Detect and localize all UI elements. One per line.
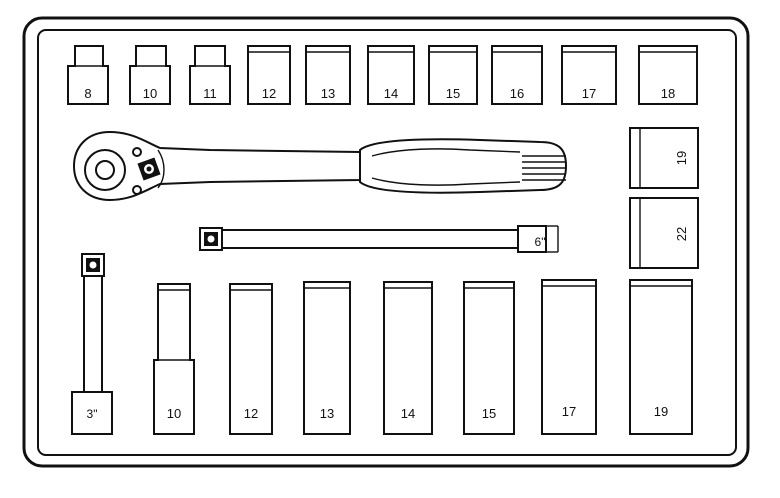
- short-socket-8: 8: [67, 45, 109, 105]
- short-socket-label: 10: [143, 86, 157, 101]
- deep-socket-label: 15: [482, 406, 496, 421]
- deep-socket-14: 14: [383, 281, 433, 435]
- extension-long-label: 6": [535, 235, 546, 249]
- short-socket-16: 16: [491, 45, 543, 105]
- deep-socket-15: 15: [463, 281, 515, 435]
- extension-bar-6in: 6": [199, 225, 559, 253]
- deep-socket-label: 12: [244, 406, 258, 421]
- extension-bar-3in: 3": [71, 253, 113, 435]
- deep-socket-label: 10: [167, 406, 181, 421]
- short-socket-label: 18: [661, 86, 675, 101]
- short-socket-13: 13: [305, 45, 351, 105]
- deep-socket-13: 13: [303, 281, 351, 435]
- side-socket-label: 19: [674, 151, 689, 165]
- short-socket-12: 12: [247, 45, 291, 105]
- deep-socket-19: 19: [629, 279, 693, 435]
- deep-socket-label: 14: [401, 406, 415, 421]
- deep-socket-label: 13: [320, 406, 334, 421]
- short-socket-row: 8 10 11 12 13 14: [67, 45, 698, 105]
- deep-socket-row: 10 12 13 14 15 17: [153, 279, 693, 435]
- ratchet-handle: [72, 130, 568, 202]
- short-socket-label: 15: [446, 86, 460, 101]
- short-socket-label: 14: [384, 86, 398, 101]
- short-socket-11: 11: [189, 45, 231, 105]
- short-socket-17: 17: [561, 45, 617, 105]
- drive-square-icon: [137, 157, 161, 181]
- short-socket-label: 8: [84, 86, 91, 101]
- deep-socket-12: 12: [229, 283, 273, 435]
- side-socket-22: 22: [629, 197, 699, 269]
- side-socket-label: 22: [674, 227, 689, 241]
- short-socket-18: 18: [638, 45, 698, 105]
- side-socket-19: 19: [629, 127, 699, 189]
- deep-socket-label: 17: [562, 404, 576, 419]
- short-socket-label: 12: [262, 86, 276, 101]
- extension-short-label: 3": [87, 407, 98, 421]
- short-socket-label: 17: [582, 86, 596, 101]
- tray-inner-outline: [37, 29, 737, 456]
- short-socket-label: 16: [510, 86, 524, 101]
- short-socket-14: 14: [367, 45, 415, 105]
- deep-socket-10: 10: [153, 283, 195, 435]
- short-socket-15: 15: [428, 45, 478, 105]
- short-socket-10: 10: [129, 45, 171, 105]
- deep-socket-label: 19: [654, 404, 668, 419]
- short-socket-label: 13: [321, 86, 335, 101]
- short-socket-label: 11: [203, 86, 217, 101]
- deep-socket-17: 17: [541, 279, 597, 435]
